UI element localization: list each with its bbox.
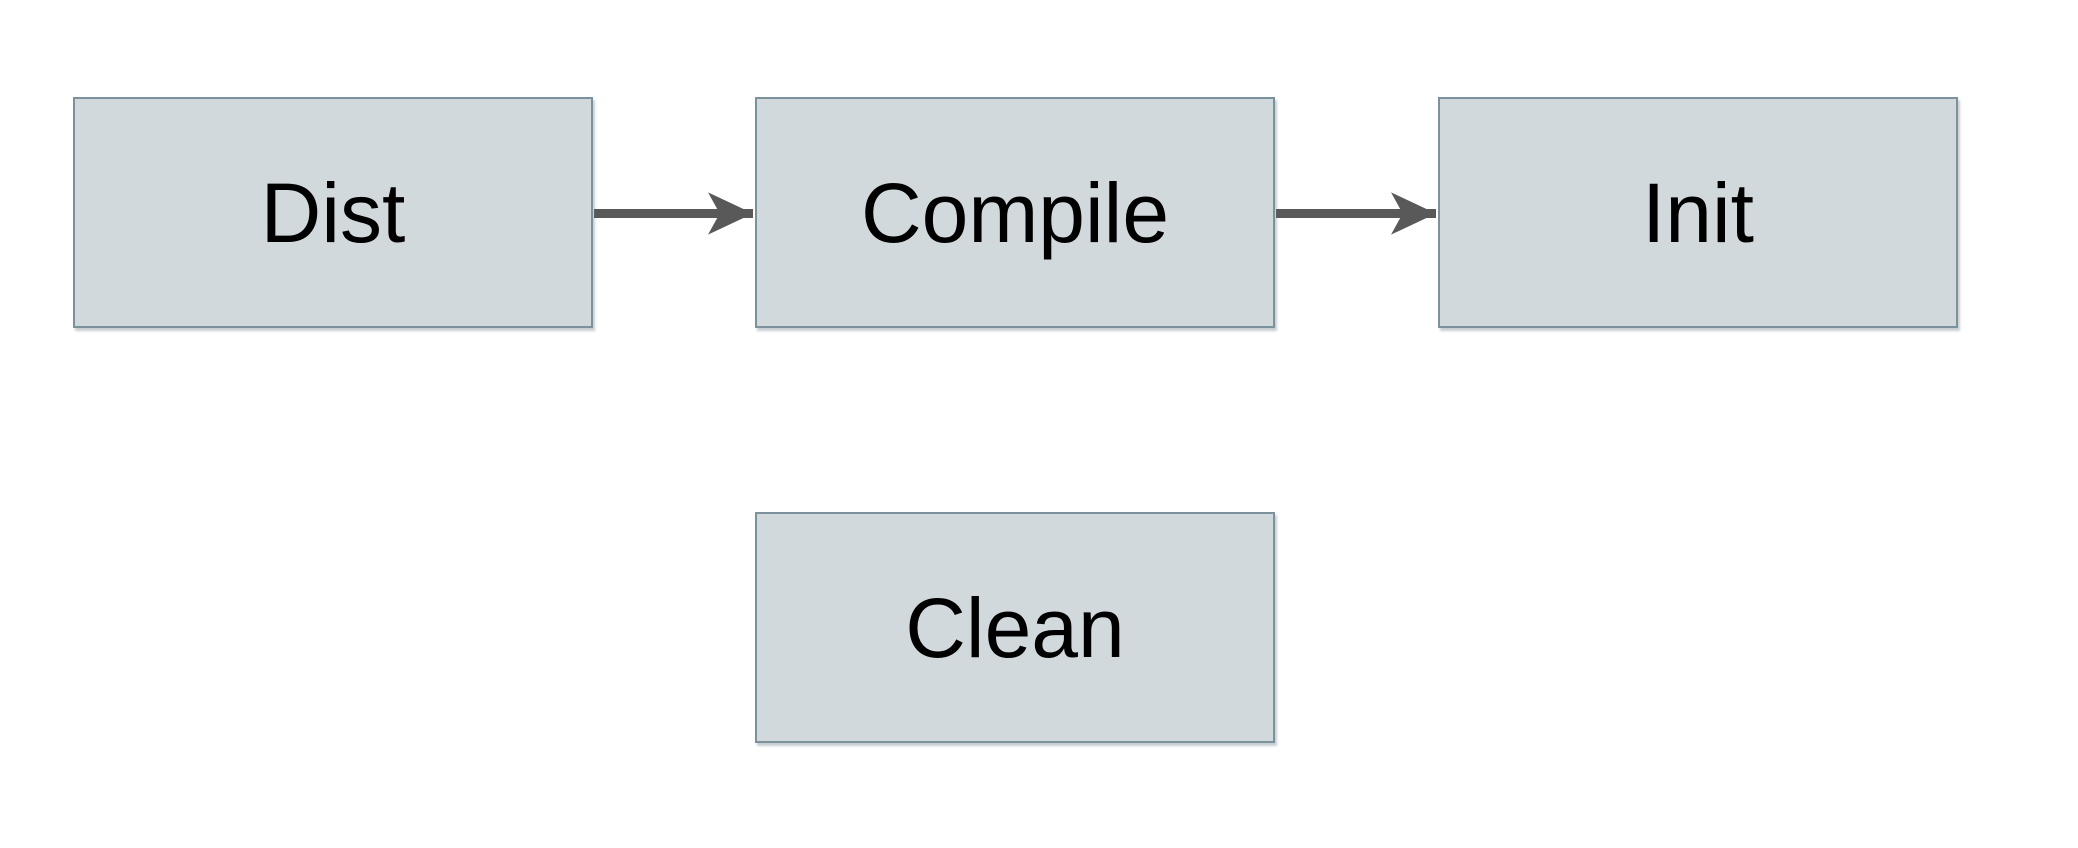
node-dist-label: Dist — [260, 165, 406, 260]
node-clean: Clean — [755, 512, 1275, 743]
node-init-label: Init — [1641, 165, 1755, 260]
node-clean-label: Clean — [905, 580, 1125, 675]
node-dist: Dist — [73, 97, 593, 328]
node-compile-label: Compile — [860, 165, 1170, 260]
node-init: Init — [1438, 97, 1958, 328]
node-compile: Compile — [755, 97, 1275, 328]
